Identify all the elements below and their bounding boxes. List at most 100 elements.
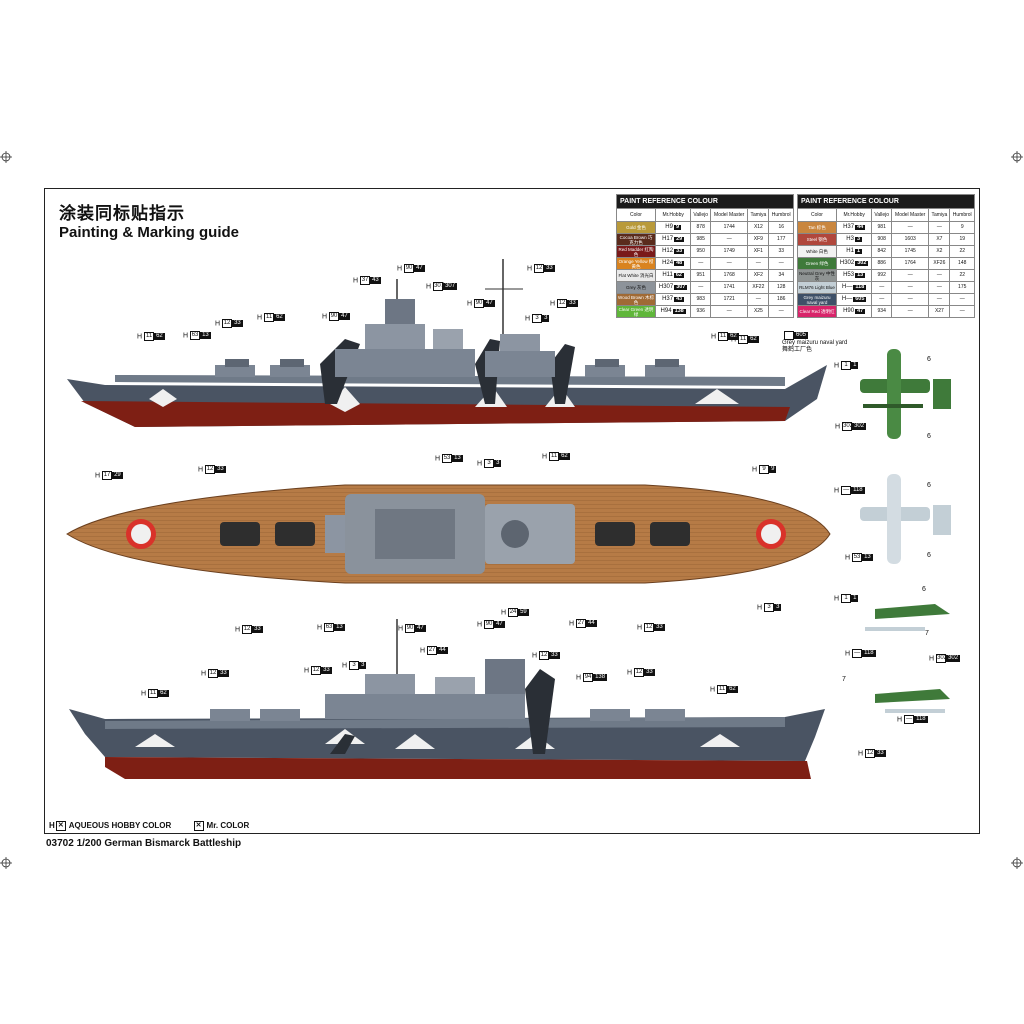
color-callout: H—118 <box>834 486 865 495</box>
humbrol-code: — <box>949 305 975 318</box>
color-swatch: Cocoa Brown 巧克力色 <box>616 233 656 246</box>
color-swatch: Green 绿色 <box>797 257 837 270</box>
color-swatch: Grey 灰色 <box>616 281 656 294</box>
color-swatch: RLM76 Light Blue <box>797 281 837 294</box>
title-english: Painting & Marking guide <box>59 224 240 241</box>
aircraft-side-green-1 <box>865 604 950 631</box>
tamiya-code: X27 <box>928 305 951 318</box>
column-header: Humbrol <box>768 208 794 222</box>
column-header: Vallejo <box>690 208 712 222</box>
decal-number: 6 <box>927 552 931 559</box>
paint-table-header: PAINT REFERENCE COLOUR <box>616 194 794 209</box>
decal-number: 6 <box>927 433 931 440</box>
column-header: Color <box>616 208 656 222</box>
color-swatch: Steel 钢色 <box>797 233 837 246</box>
color-swatch: Gold 金色 <box>616 221 656 234</box>
mm-code: — <box>891 305 930 318</box>
tamiya-code: X25 <box>747 305 770 318</box>
instruction-sheet: 涂装同标贴指示 Painting & Marking guide PAINT R… <box>44 188 980 834</box>
top-view-deck <box>66 484 831 584</box>
humbrol-code: — <box>768 305 794 318</box>
aircraft-top-green <box>860 349 951 439</box>
column-header: Model Master <box>710 208 749 222</box>
registration-mark <box>1011 857 1023 869</box>
registration-mark <box>0 857 12 869</box>
side-view-port <box>69 619 825 779</box>
decal-number: 7 <box>925 630 929 637</box>
decal-number: 6 <box>927 356 931 363</box>
color-callout: H—118 <box>897 715 928 724</box>
grey-note: 605 Grey maizuru naval yard 舞鹤工厂色 <box>782 331 848 354</box>
kit-footer: 03702 1/200 German Bismarck Battleship <box>46 838 242 849</box>
tamiya-code: X7 <box>928 233 951 246</box>
color-swatch: Neutral Grey 中性灰 <box>797 269 837 282</box>
humbrol-code: 148 <box>949 257 975 270</box>
decal-number: 7 <box>842 676 846 683</box>
color-swatch: Clear Red 透明红 <box>797 305 837 318</box>
decal-number: 6 <box>922 586 926 593</box>
mm-code: — <box>710 305 749 318</box>
column-header: Color <box>797 208 837 222</box>
registration-mark <box>1011 151 1023 163</box>
color-legend: H✕AQUEOUS HOBBY COLOR ✕Mr. COLOR <box>49 821 250 831</box>
aircraft-side-green-2 <box>875 689 950 713</box>
vallejo-code: 934 <box>871 305 893 318</box>
title-chinese: 涂装同标贴指示 <box>59 204 185 224</box>
color-swatch: Flat White 消光白 <box>616 269 656 282</box>
decal-number: 6 <box>927 482 931 489</box>
column-header: Tamiya <box>928 208 951 222</box>
column-header: Mr.Hobby <box>654 208 692 222</box>
